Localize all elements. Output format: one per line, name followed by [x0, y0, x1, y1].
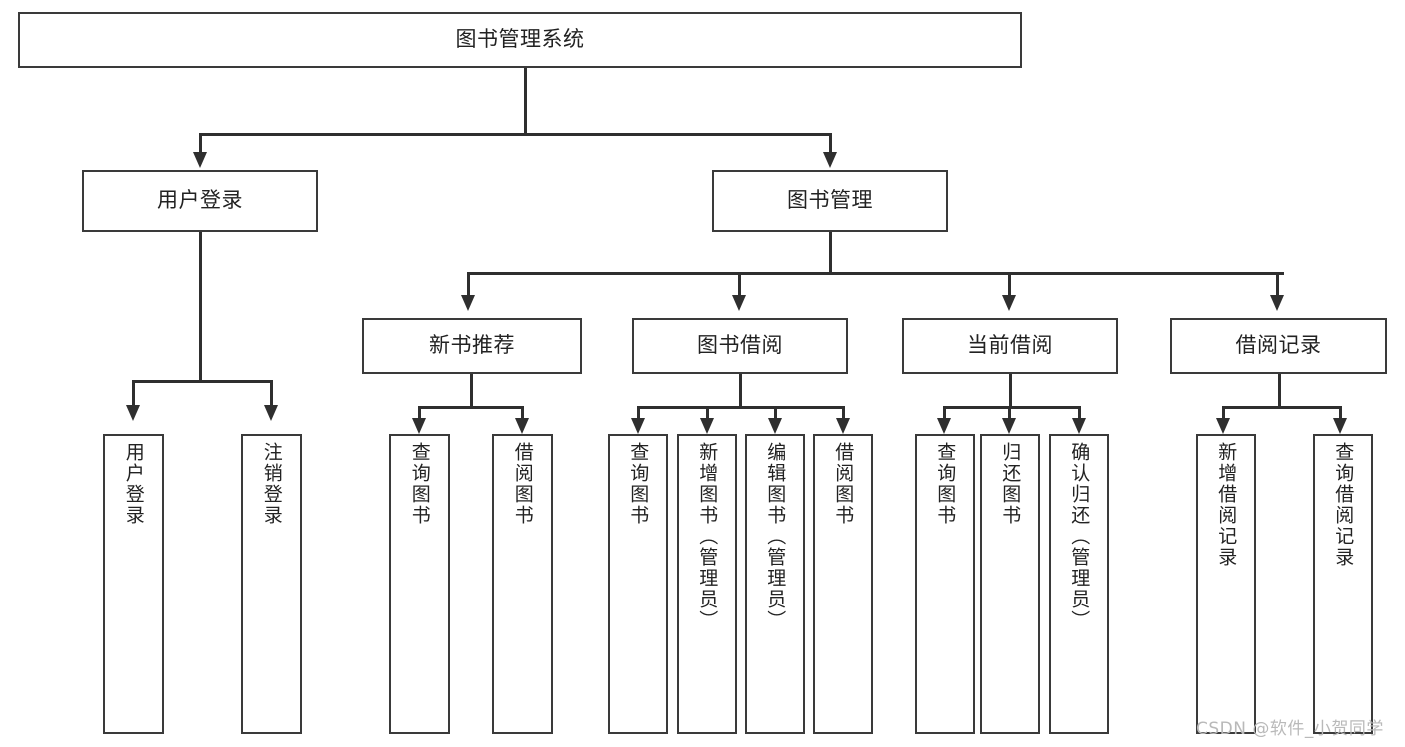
connector-root-drop-1 [199, 133, 202, 155]
connector-root-drop-2 [829, 133, 832, 155]
node-user-login[interactable]: 用户登录 [82, 170, 318, 232]
leaf-label: 归还图书 [999, 442, 1022, 526]
connector-user-login-drop-2 [270, 380, 273, 408]
connector-level3-drop-1 [467, 272, 470, 298]
connector-new-book-drop-1 [418, 406, 421, 420]
leaf-borrow-book[interactable]: 借阅图书 [813, 434, 873, 734]
connector-new-book-bus [418, 406, 523, 409]
connector-book-borrow-stem [739, 374, 742, 408]
leaf-logout[interactable]: 注销登录 [241, 434, 302, 734]
node-label: 图书借阅 [697, 333, 783, 358]
leaf-edit-book-admin[interactable]: 编辑图书（管理员） [745, 434, 805, 734]
arrowhead-to-borrow-records [1270, 295, 1284, 311]
connector-book-management-stem [829, 232, 832, 274]
node-label: 图书管理 [787, 188, 873, 213]
leaf-label: 查询图书 [627, 442, 650, 526]
arrowhead-new-book-leaf-2 [515, 418, 529, 434]
leaf-label: 注销登录 [260, 442, 283, 526]
node-root-book-management-system[interactable]: 图书管理系统 [18, 12, 1022, 68]
node-label: 图书管理系统 [455, 27, 585, 52]
leaf-query-book-borrow[interactable]: 查询图书 [608, 434, 668, 734]
connector-book-management-bus [467, 272, 1284, 275]
connector-new-book-stem [470, 374, 473, 408]
leaf-label: 查询借阅记录 [1332, 442, 1355, 568]
arrowhead-book-borrow-leaf-3 [768, 418, 782, 434]
connector-root-bus [199, 133, 831, 136]
leaf-query-book-current[interactable]: 查询图书 [915, 434, 975, 734]
leaf-label: 查询图书 [408, 442, 431, 526]
node-book-management[interactable]: 图书管理 [712, 170, 948, 232]
leaf-query-borrow-record[interactable]: 查询借阅记录 [1313, 434, 1373, 734]
node-label: 借阅记录 [1235, 333, 1322, 358]
node-label: 用户登录 [157, 188, 243, 213]
arrowhead-current-borrow-leaf-2 [1002, 418, 1016, 434]
arrowhead-borrow-records-leaf-2 [1333, 418, 1347, 434]
connector-current-borrow-bus [943, 406, 1080, 409]
connector-user-login-drop-1 [132, 380, 135, 408]
arrowhead-user-login-leaf-1 [126, 405, 140, 421]
leaf-label: 查询图书 [934, 442, 957, 526]
node-borrow-records[interactable]: 借阅记录 [1170, 318, 1387, 374]
leaf-label: 借阅图书 [832, 442, 855, 526]
connector-book-borrow-drop-2 [706, 406, 709, 420]
connector-current-borrow-drop-1 [943, 406, 946, 420]
arrowhead-to-book-borrow [732, 295, 746, 311]
connector-borrow-records-stem [1278, 374, 1281, 408]
leaf-label: 确认归还（管理员） [1068, 442, 1091, 631]
leaf-add-borrow-record[interactable]: 新增借阅记录 [1196, 434, 1256, 734]
arrowhead-user-login-leaf-2 [264, 405, 278, 421]
connector-root-stem [524, 68, 527, 134]
arrowhead-to-current-borrow [1002, 295, 1016, 311]
connector-user-login-stem [199, 232, 202, 382]
connector-user-login-bus [132, 380, 270, 383]
connector-level3-drop-4 [1276, 272, 1279, 298]
arrowhead-book-borrow-leaf-4 [836, 418, 850, 434]
leaf-label: 新增图书（管理员） [696, 442, 719, 631]
arrowhead-to-new-book-recommend [461, 295, 475, 311]
leaf-query-book-recommend[interactable]: 查询图书 [389, 434, 450, 734]
leaf-confirm-return-admin[interactable]: 确认归还（管理员） [1049, 434, 1109, 734]
arrowhead-new-book-leaf-1 [412, 418, 426, 434]
node-label: 当前借阅 [967, 333, 1053, 358]
connector-level3-drop-2 [738, 272, 741, 298]
connector-level3-drop-3 [1008, 272, 1011, 298]
leaf-add-book-admin[interactable]: 新增图书（管理员） [677, 434, 737, 734]
leaf-return-book[interactable]: 归还图书 [980, 434, 1040, 734]
connector-current-borrow-drop-3 [1078, 406, 1081, 420]
node-current-borrow[interactable]: 当前借阅 [902, 318, 1118, 374]
connector-borrow-records-bus [1222, 406, 1341, 409]
leaf-borrow-book-recommend[interactable]: 借阅图书 [492, 434, 553, 734]
node-new-book-recommend[interactable]: 新书推荐 [362, 318, 582, 374]
node-book-borrow[interactable]: 图书借阅 [632, 318, 848, 374]
leaf-label: 用户登录 [122, 442, 145, 526]
connector-book-borrow-drop-1 [637, 406, 640, 420]
connector-book-borrow-bus [637, 406, 844, 409]
leaf-label: 借阅图书 [511, 442, 534, 526]
connector-book-borrow-drop-4 [842, 406, 845, 420]
leaf-label: 编辑图书（管理员） [764, 442, 787, 631]
leaf-user-login[interactable]: 用户登录 [103, 434, 164, 734]
connector-current-borrow-stem [1009, 374, 1012, 408]
leaf-label: 新增借阅记录 [1215, 442, 1238, 568]
node-label: 新书推荐 [429, 333, 515, 358]
connector-book-borrow-drop-3 [774, 406, 777, 420]
arrowhead-current-borrow-leaf-1 [937, 418, 951, 434]
arrowhead-borrow-records-leaf-1 [1216, 418, 1230, 434]
connector-borrow-records-drop-2 [1339, 406, 1342, 420]
connector-borrow-records-drop-1 [1222, 406, 1225, 420]
arrowhead-book-borrow-leaf-2 [700, 418, 714, 434]
arrowhead-current-borrow-leaf-3 [1072, 418, 1086, 434]
arrowhead-to-user-login [193, 152, 207, 168]
arrowhead-book-borrow-leaf-1 [631, 418, 645, 434]
arrowhead-to-book-management [823, 152, 837, 168]
connector-new-book-drop-2 [521, 406, 524, 420]
connector-current-borrow-drop-2 [1008, 406, 1011, 420]
